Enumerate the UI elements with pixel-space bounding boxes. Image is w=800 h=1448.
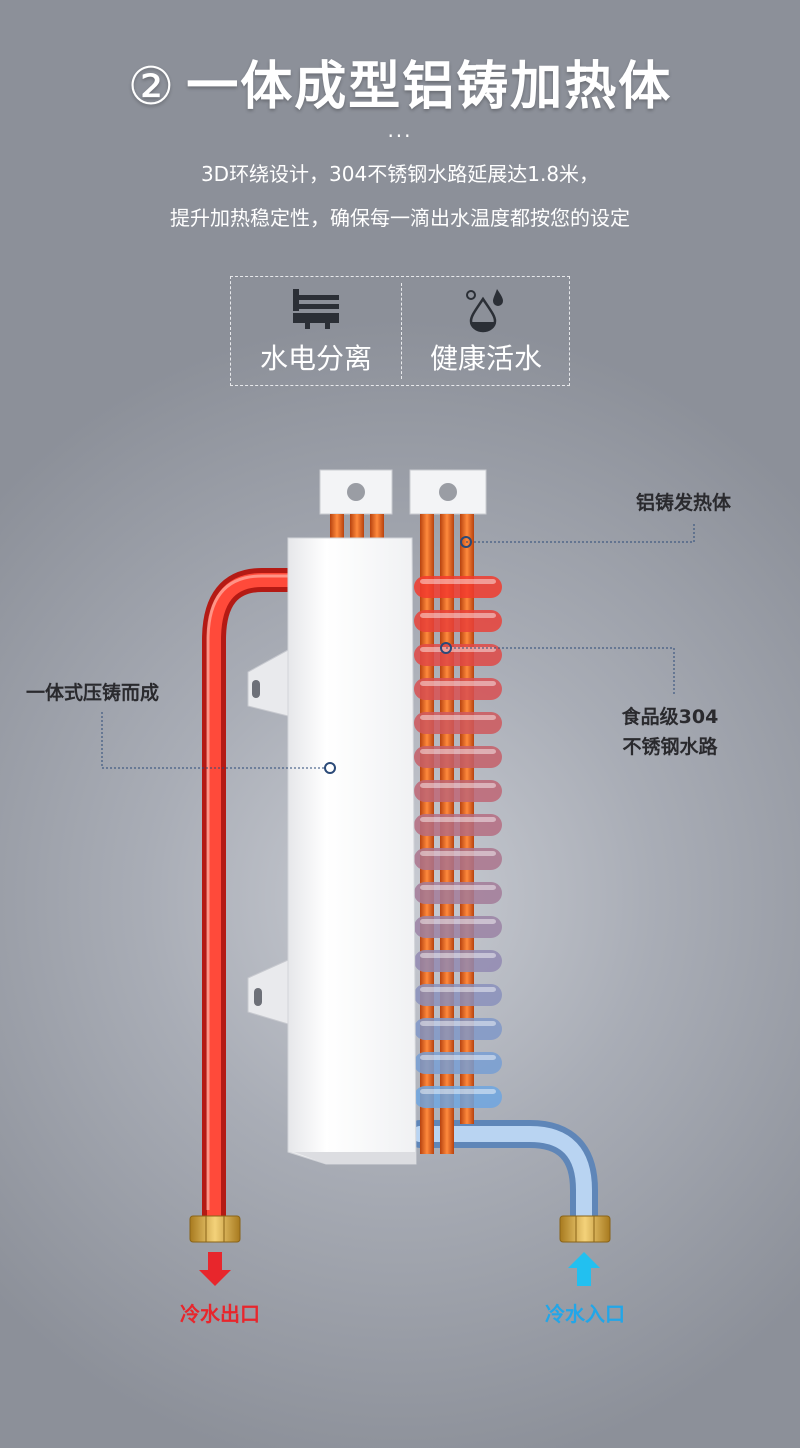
callout-line-coil [446,647,675,696]
subtitle-line-2: 提升加热稳定性，确保每一滴出水温度都按您的设定 [170,206,630,230]
water-electric-separation-icon [293,289,339,329]
coil-ring [414,1052,502,1074]
coil-ring [414,576,502,598]
coil-ring-highlight [420,1055,496,1060]
coil-ring-highlight [420,1089,496,1094]
section-title-text: 一体成型铝铸加热体 [186,57,673,117]
outlet-fitting [189,1215,241,1243]
callout-food-grade-line2: 不锈钢水路 [622,736,718,758]
inlet-label: 冷水入口 [545,1302,625,1326]
coil-ring-highlight [420,817,496,822]
feature-healthy-water: 健康活水 [401,277,571,387]
coil-ring [414,746,502,768]
coil-ring [414,882,502,904]
coil-ring-highlight [420,783,496,788]
aluminum-cast-block [287,537,417,1165]
coil-ring [414,1018,502,1040]
inlet-fitting [559,1215,611,1243]
coil-ring [414,950,502,972]
coil-ring [414,916,502,938]
feature-label: 健康活水 [429,342,542,375]
coil-ring [414,610,502,632]
feature-water-electric-separation: 水电分离 [231,277,401,387]
callout-food-grade-line1: 食品级304 [621,706,719,728]
callout-line-heater [466,522,695,543]
coil-ring [414,848,502,870]
coil-ring [414,712,502,734]
outlet-arrow-icon [199,1252,231,1286]
inlet-arrow-icon [568,1252,600,1286]
coil-ring-highlight [420,987,496,992]
coil-ring-highlight [420,1021,496,1026]
coil-ring-highlight [420,681,496,686]
callout-line-diecast [101,712,326,769]
coil-ring [414,1086,502,1108]
stainless-water-coil [414,576,502,1108]
section-number: ② [127,57,177,117]
feature-divider [401,283,402,379]
coil-ring-highlight [420,647,496,652]
subtitle-line-1: 3D环绕设计，304不锈钢水路延展达1.8米， [200,162,600,186]
coil-ring-highlight [420,715,496,720]
coil-ring-highlight [420,953,496,958]
callout-die-cast: 一体式压铸而成 [26,682,160,704]
coil-ring-highlight [420,885,496,890]
coil-ring [414,814,502,836]
callout-food-grade: 食品级304 不锈钢水路 [600,702,740,762]
coil-ring [414,644,502,666]
feature-label: 水电分离 [259,342,372,375]
outlet-label: 冷水出口 [180,1302,260,1326]
coil-ring-highlight [420,919,496,924]
water-drop-icon [466,289,503,333]
coil-ring-highlight [420,851,496,856]
coil-ring [414,984,502,1006]
feature-box: 水电分离 健康活水 [230,276,570,386]
ellipsis-divider: ... [387,118,413,142]
coil-ring [414,678,502,700]
coil-ring [414,780,502,802]
coil-ring-highlight [420,579,496,584]
callout-aluminum-heater: 铝铸发热体 [636,492,732,514]
coil-ring-highlight [420,749,496,754]
coil-ring-highlight [420,613,496,618]
